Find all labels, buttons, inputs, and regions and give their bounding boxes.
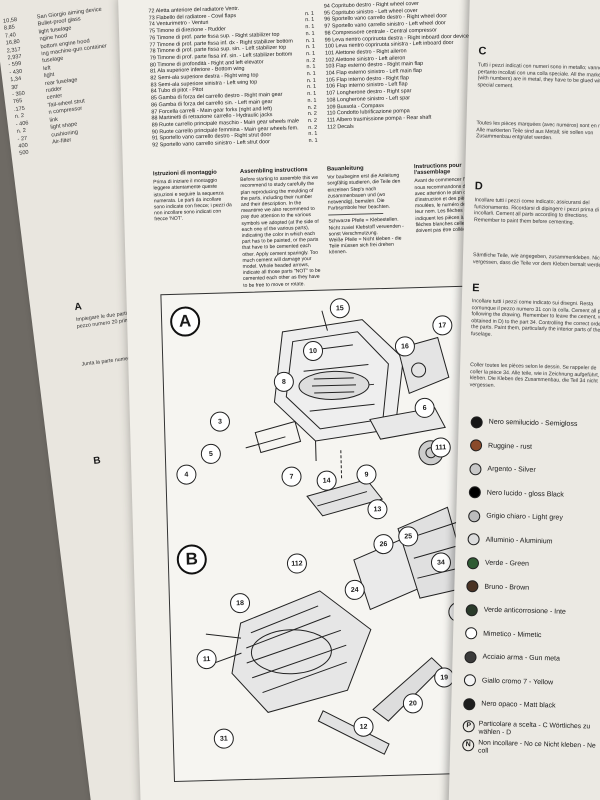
left-page-letter-b: B: [92, 455, 102, 467]
instructions-italian-text: Prima di iniziare il montaggio leggere a…: [153, 177, 232, 223]
paint-name: Bruno - Brown: [484, 583, 530, 592]
instructions-german: Bauanleitung Vor baubeginn erst die Anle…: [327, 164, 409, 286]
paint-name: Mimetico - Mimetic: [483, 630, 542, 639]
paint-name: Verde - Green: [484, 559, 530, 568]
parts-list-column-1: 72 Aletta anteriore del radiatore Ventr.…: [148, 4, 318, 169]
instructions-english-title: Assembling instructions: [239, 167, 308, 175]
paint-name: Giallo cromo 7 - Yellow: [481, 677, 554, 687]
paint-row: Nero opaco - Matt black: [463, 692, 600, 719]
paint-swatch-icon: [466, 580, 479, 593]
paint-swatch-icon: [465, 627, 478, 640]
section-c-letter: C: [478, 45, 487, 58]
legend-optional-part: P Particolare a scelta - C Wörtliches zu…: [462, 720, 600, 740]
paint-swatch-icon: [468, 509, 481, 523]
section-c-text: Tutti i pezzi indicati con numeri sono i…: [477, 62, 600, 89]
paint-name: Nero opaco - Matt black: [481, 700, 556, 710]
section-e-text: Incollare tutti i pezzi come indicato su…: [470, 298, 600, 338]
paint-swatch-icon: [465, 603, 478, 617]
paint-swatch-icon: [467, 533, 480, 546]
paint-name: Verde anticorrosione - Inte: [483, 606, 566, 616]
paint-swatch-icon: [468, 486, 482, 499]
paint-name: Ruggine - rust: [487, 442, 533, 451]
right-page: C Tutti i pezzi indicati con numeri sono…: [448, 0, 600, 800]
instructions-italian: Istruzioni di montaggio Prima di iniziar…: [153, 169, 235, 291]
paint-name: Nero lucido - gloss Black: [486, 489, 564, 499]
paint-name: Alluminio - Aluminium: [485, 536, 553, 546]
part-quantity: n. 1: [308, 137, 318, 145]
divider: [328, 213, 384, 216]
paint-swatch-icon: [464, 650, 477, 664]
instructions-english: Assembling instructions Before starting …: [240, 167, 322, 289]
paint-swatch-icon: [466, 556, 480, 570]
part-name: 112 Decals: [327, 123, 354, 131]
instructions-german-title: Bauanleitung: [326, 165, 364, 173]
parts-list: 72 Aletta anteriore del radiatore Ventr.…: [148, 0, 492, 168]
section-d-text-2: Sämtliche Teile, wie angegeben, zusammen…: [472, 252, 600, 269]
instructions: Istruzioni di montaggio Prima di iniziar…: [153, 162, 496, 291]
symbol-legend: P Particolare a scelta - C Wörtliches zu…: [462, 720, 600, 762]
instructions-italian-title: Istruzioni di montaggio: [152, 169, 217, 178]
paint-swatch-icon: [469, 462, 482, 476]
engine-and-gear: [205, 506, 471, 755]
do-not-glue-icon: N: [462, 739, 475, 752]
legend-optional-part-text: Particolare a scelta - C Wörtliches zu w…: [478, 720, 591, 737]
paint-name: Argento - Silver: [487, 465, 536, 475]
paint-name: Acciaio arma - Gun meta: [482, 653, 561, 663]
paint-name: Grigio chiaro - Light grey: [486, 512, 563, 522]
legend-do-not-glue: N Non incollare - No ce Nicht kleben - N…: [462, 739, 600, 759]
left-page-letter-a: A: [73, 301, 83, 314]
section-e-letter: E: [472, 282, 480, 295]
paint-swatch-icon: [469, 439, 483, 452]
section-c-text-2: Toutes les pièces marquées (avec numéros…: [476, 120, 600, 142]
instructions-german-legend-1: Schwarze Pfeile = Klebestellen. Nicht zu…: [328, 216, 404, 238]
instructions-german-text: Vor baubeginn erst die Anleitung sorgfäl…: [327, 172, 401, 212]
paint-swatch-icon: [463, 674, 477, 687]
paint-swatch-icon: [463, 697, 476, 711]
section-d-letter: D: [474, 180, 483, 193]
legend-do-not-glue-text: Non incollare - No ce Nicht kleben - Ne …: [477, 739, 596, 755]
assembly-drawing: [205, 310, 471, 755]
instructions-english-text: Before starting to assemble this we reco…: [240, 174, 321, 289]
section-e-text-2: Coller toutes les pièces selon le dessin…: [469, 362, 600, 389]
main-page: 72 Aletta anteriore del radiatore Ventr.…: [118, 0, 521, 800]
paint-name: Nero semilucido - Semigloss: [488, 418, 578, 429]
instructions-german-legend-2: Weiße Pfeile = Nicht kleben - die Teile …: [328, 235, 402, 256]
paint-swatch-icon: [470, 415, 483, 429]
optional-part-icon: P: [462, 720, 475, 733]
section-d-text: Incollare tutti i pezzi come indicato; a…: [473, 197, 599, 226]
